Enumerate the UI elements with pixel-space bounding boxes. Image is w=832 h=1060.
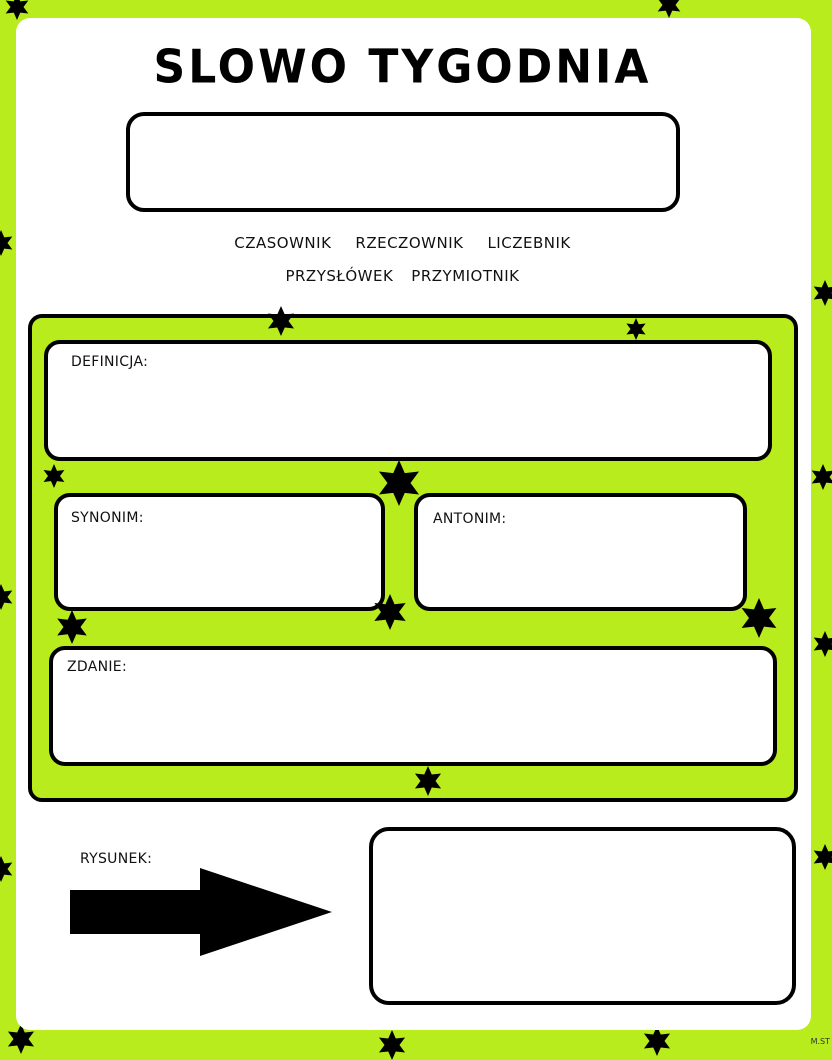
synonym-box: SYNONIM: [54,493,385,611]
star-icon [7,1024,35,1054]
star-icon [378,1030,406,1060]
star-icon [811,464,832,490]
star-icon [414,766,442,796]
sentence-label: ZDANIE: [67,659,127,675]
part-of-speech-adverb: PRZYSŁÓWEK [285,267,394,285]
word-of-the-week-box [126,112,680,212]
star-icon [267,306,295,336]
parts-of-speech-row-2: PRZYSŁÓWEK PRZYMIOTNIK [0,267,805,285]
antonym-label: ANTONIM: [433,511,507,527]
definition-box: DEFINICJA: [44,340,772,461]
definition-label: DEFINICJA: [71,354,149,370]
star-icon [626,318,646,340]
star-icon [0,584,13,610]
author-credit: M.ST [810,1037,830,1046]
star-icon [813,844,832,870]
parts-of-speech-row-1: CZASOWNIK RZECZOWNIK LICZEBNIK [0,234,805,252]
star-icon [57,610,87,644]
arrow-right-icon [70,868,332,956]
star-icon [741,598,777,638]
star-icon [374,594,406,630]
star-icon [43,464,65,488]
synonym-label: SYNONIM: [71,510,144,526]
star-icon [813,280,832,306]
antonym-box: ANTONIM: [414,493,747,611]
page-title: SLOWO TYGODNIA [153,40,652,95]
star-icon [657,0,681,18]
star-icon [643,1026,671,1056]
star-icon [0,230,13,256]
sentence-box: ZDANIE: [49,646,777,766]
star-icon [5,0,29,20]
drawing-label: RYSUNEK: [80,851,153,867]
part-of-speech-adjective: PRZYMIOTNIK [411,267,520,285]
drawing-box [369,827,796,1005]
star-icon [0,856,13,882]
part-of-speech-noun: RZECZOWNIK [355,234,464,252]
part-of-speech-verb: CZASOWNIK [234,234,332,252]
star-icon [813,631,832,657]
part-of-speech-numeral: LICZEBNIK [487,234,571,252]
star-icon [378,460,420,506]
